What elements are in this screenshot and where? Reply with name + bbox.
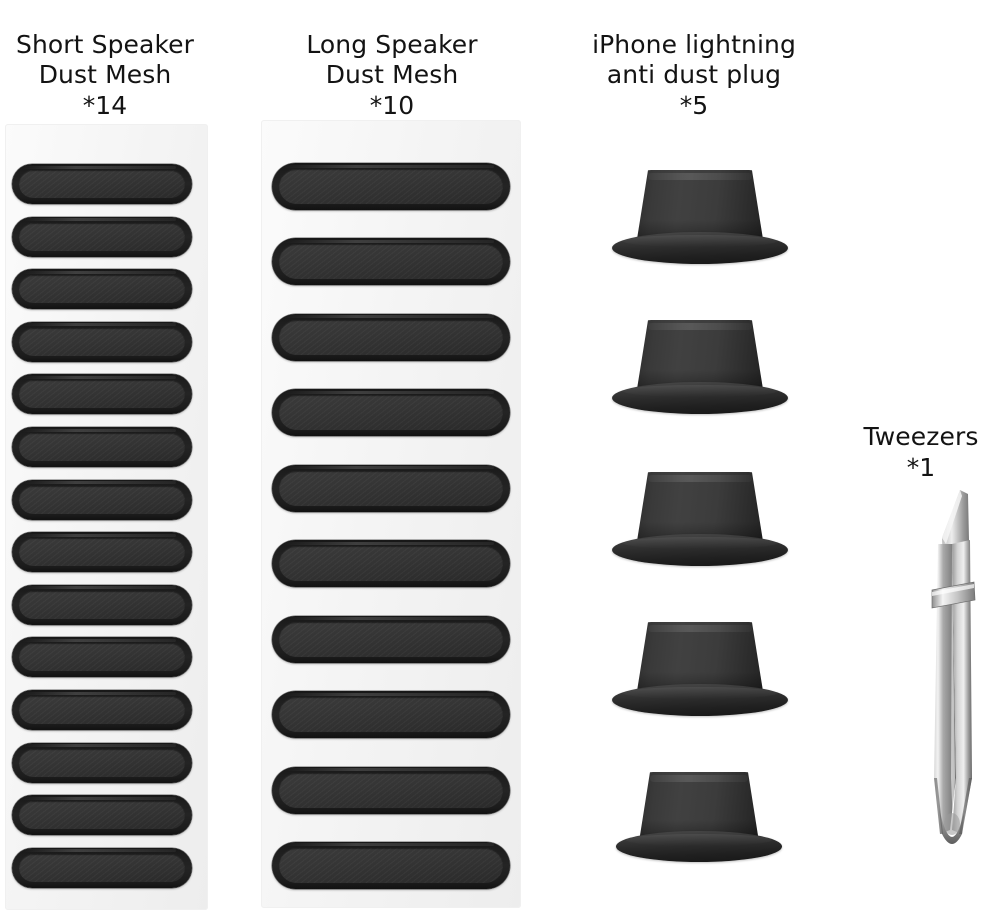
dust-mesh-piece bbox=[12, 427, 192, 468]
column-title-long-speaker-dust-mesh: Long Speaker Dust Mesh *10 bbox=[262, 0, 522, 151]
plug-base-flange bbox=[612, 382, 788, 414]
lightning-dust-plug bbox=[612, 622, 788, 716]
column-quantity: *5 bbox=[679, 91, 709, 120]
dust-mesh-piece bbox=[12, 637, 192, 678]
dust-mesh-piece bbox=[12, 584, 192, 625]
dust-mesh-piece bbox=[12, 795, 192, 836]
dust-mesh-piece bbox=[272, 464, 510, 512]
column-quantity: *14 bbox=[82, 91, 128, 120]
lightning-dust-plug bbox=[612, 472, 788, 566]
column-title-short-speaker-dust-mesh: Short Speaker Dust Mesh *14 bbox=[0, 0, 210, 151]
plug-body bbox=[636, 320, 764, 392]
dust-mesh-piece bbox=[272, 313, 510, 361]
column-quantity: *1 bbox=[906, 453, 936, 482]
dust-mesh-piece bbox=[272, 615, 510, 663]
column-title-iphone-lightning-anti-dust-plug: iPhone lightning anti dust plug *5 bbox=[560, 0, 828, 151]
dust-mesh-piece bbox=[272, 389, 510, 437]
dust-mesh-piece bbox=[272, 540, 510, 588]
column-title-text: Tweezers bbox=[863, 422, 979, 451]
column-title-tweezers: Tweezers *1 bbox=[842, 392, 1000, 513]
plug-body bbox=[636, 170, 764, 242]
tweezers-icon bbox=[931, 490, 976, 844]
dust-mesh-piece bbox=[12, 690, 192, 731]
dust-mesh-piece bbox=[12, 479, 192, 520]
tweezers-tool bbox=[912, 478, 992, 864]
plug-body bbox=[636, 622, 764, 694]
plug-base-flange bbox=[612, 534, 788, 566]
dust-mesh-piece bbox=[12, 321, 192, 362]
dust-mesh-piece bbox=[272, 841, 510, 889]
lightning-dust-plug bbox=[616, 772, 782, 862]
dust-mesh-piece bbox=[12, 269, 192, 310]
dust-mesh-piece bbox=[12, 532, 192, 573]
dust-mesh-piece bbox=[12, 742, 192, 783]
long-speaker-dust-mesh-group bbox=[272, 163, 510, 889]
dust-mesh-piece bbox=[272, 163, 510, 210]
dust-mesh-piece bbox=[272, 691, 510, 739]
dust-mesh-piece bbox=[272, 238, 510, 286]
dust-mesh-piece bbox=[272, 766, 510, 814]
plug-base-flange bbox=[612, 232, 788, 264]
plug-body bbox=[639, 772, 759, 841]
lightning-dust-plug bbox=[612, 170, 788, 264]
dust-mesh-piece bbox=[12, 164, 192, 204]
column-title-text: iPhone lightning anti dust plug bbox=[592, 30, 796, 89]
plug-base-flange bbox=[612, 684, 788, 716]
dust-mesh-piece bbox=[12, 374, 192, 415]
plug-base-flange bbox=[616, 831, 782, 862]
column-title-text: Short Speaker Dust Mesh bbox=[15, 30, 195, 89]
column-title-text: Long Speaker Dust Mesh bbox=[306, 30, 478, 89]
short-speaker-dust-mesh-group bbox=[12, 164, 192, 888]
dust-mesh-piece bbox=[12, 216, 192, 257]
lightning-dust-plug bbox=[612, 320, 788, 414]
dust-mesh-piece bbox=[12, 847, 192, 888]
plug-body bbox=[636, 472, 764, 544]
column-quantity: *10 bbox=[369, 91, 415, 120]
